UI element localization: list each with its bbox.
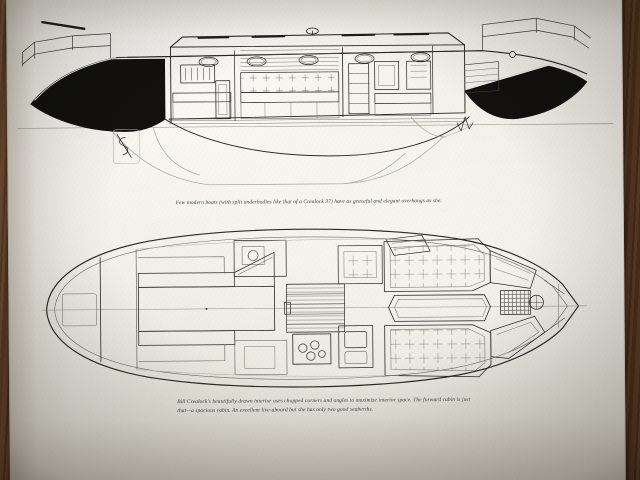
- book-page: Few modern boats (with split underbodies…: [6, 0, 626, 480]
- caption-plan: Bill Crealock's beautifully drawn interi…: [177, 396, 471, 414]
- page-shadow-bottom: [9, 415, 626, 480]
- accommodation-plan-drawing: [42, 228, 587, 388]
- inboard-profile-drawing: [16, 17, 614, 186]
